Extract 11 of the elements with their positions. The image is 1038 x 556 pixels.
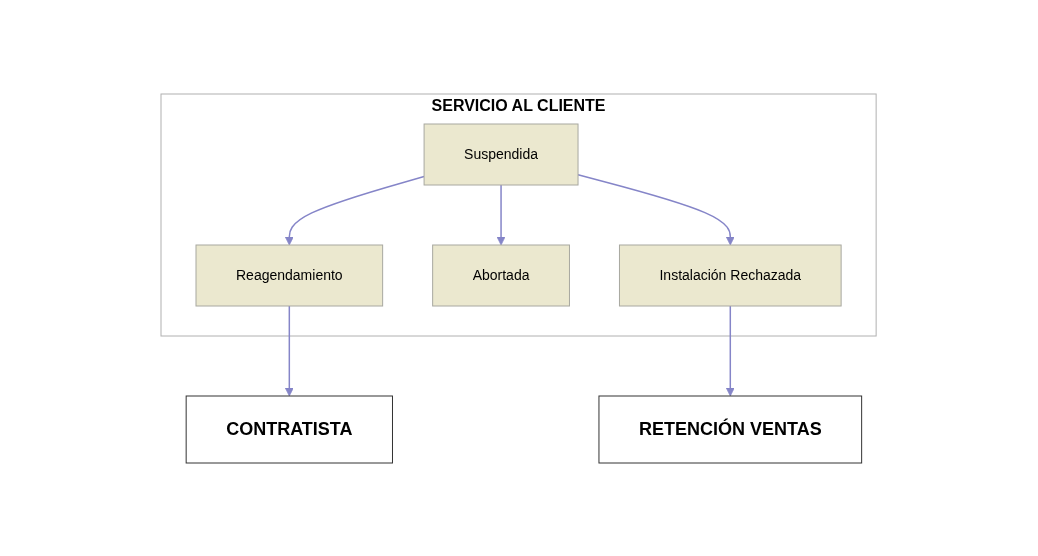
- node-box: CONTRATISTA: [186, 395, 394, 463]
- arrow: [497, 183, 506, 245]
- node-box: Suspendida: [424, 123, 579, 185]
- arrow: [285, 304, 295, 396]
- node-box: Instalación Rechazada: [619, 244, 843, 306]
- node-box: Reagendamiento: [195, 244, 384, 306]
- node-box: RETENCIÓN VENTAS: [598, 395, 863, 463]
- node-box: Abortada: [432, 244, 571, 306]
- arrow: [285, 175, 426, 245]
- arrow: [577, 173, 736, 245]
- arrow: [726, 304, 736, 396]
